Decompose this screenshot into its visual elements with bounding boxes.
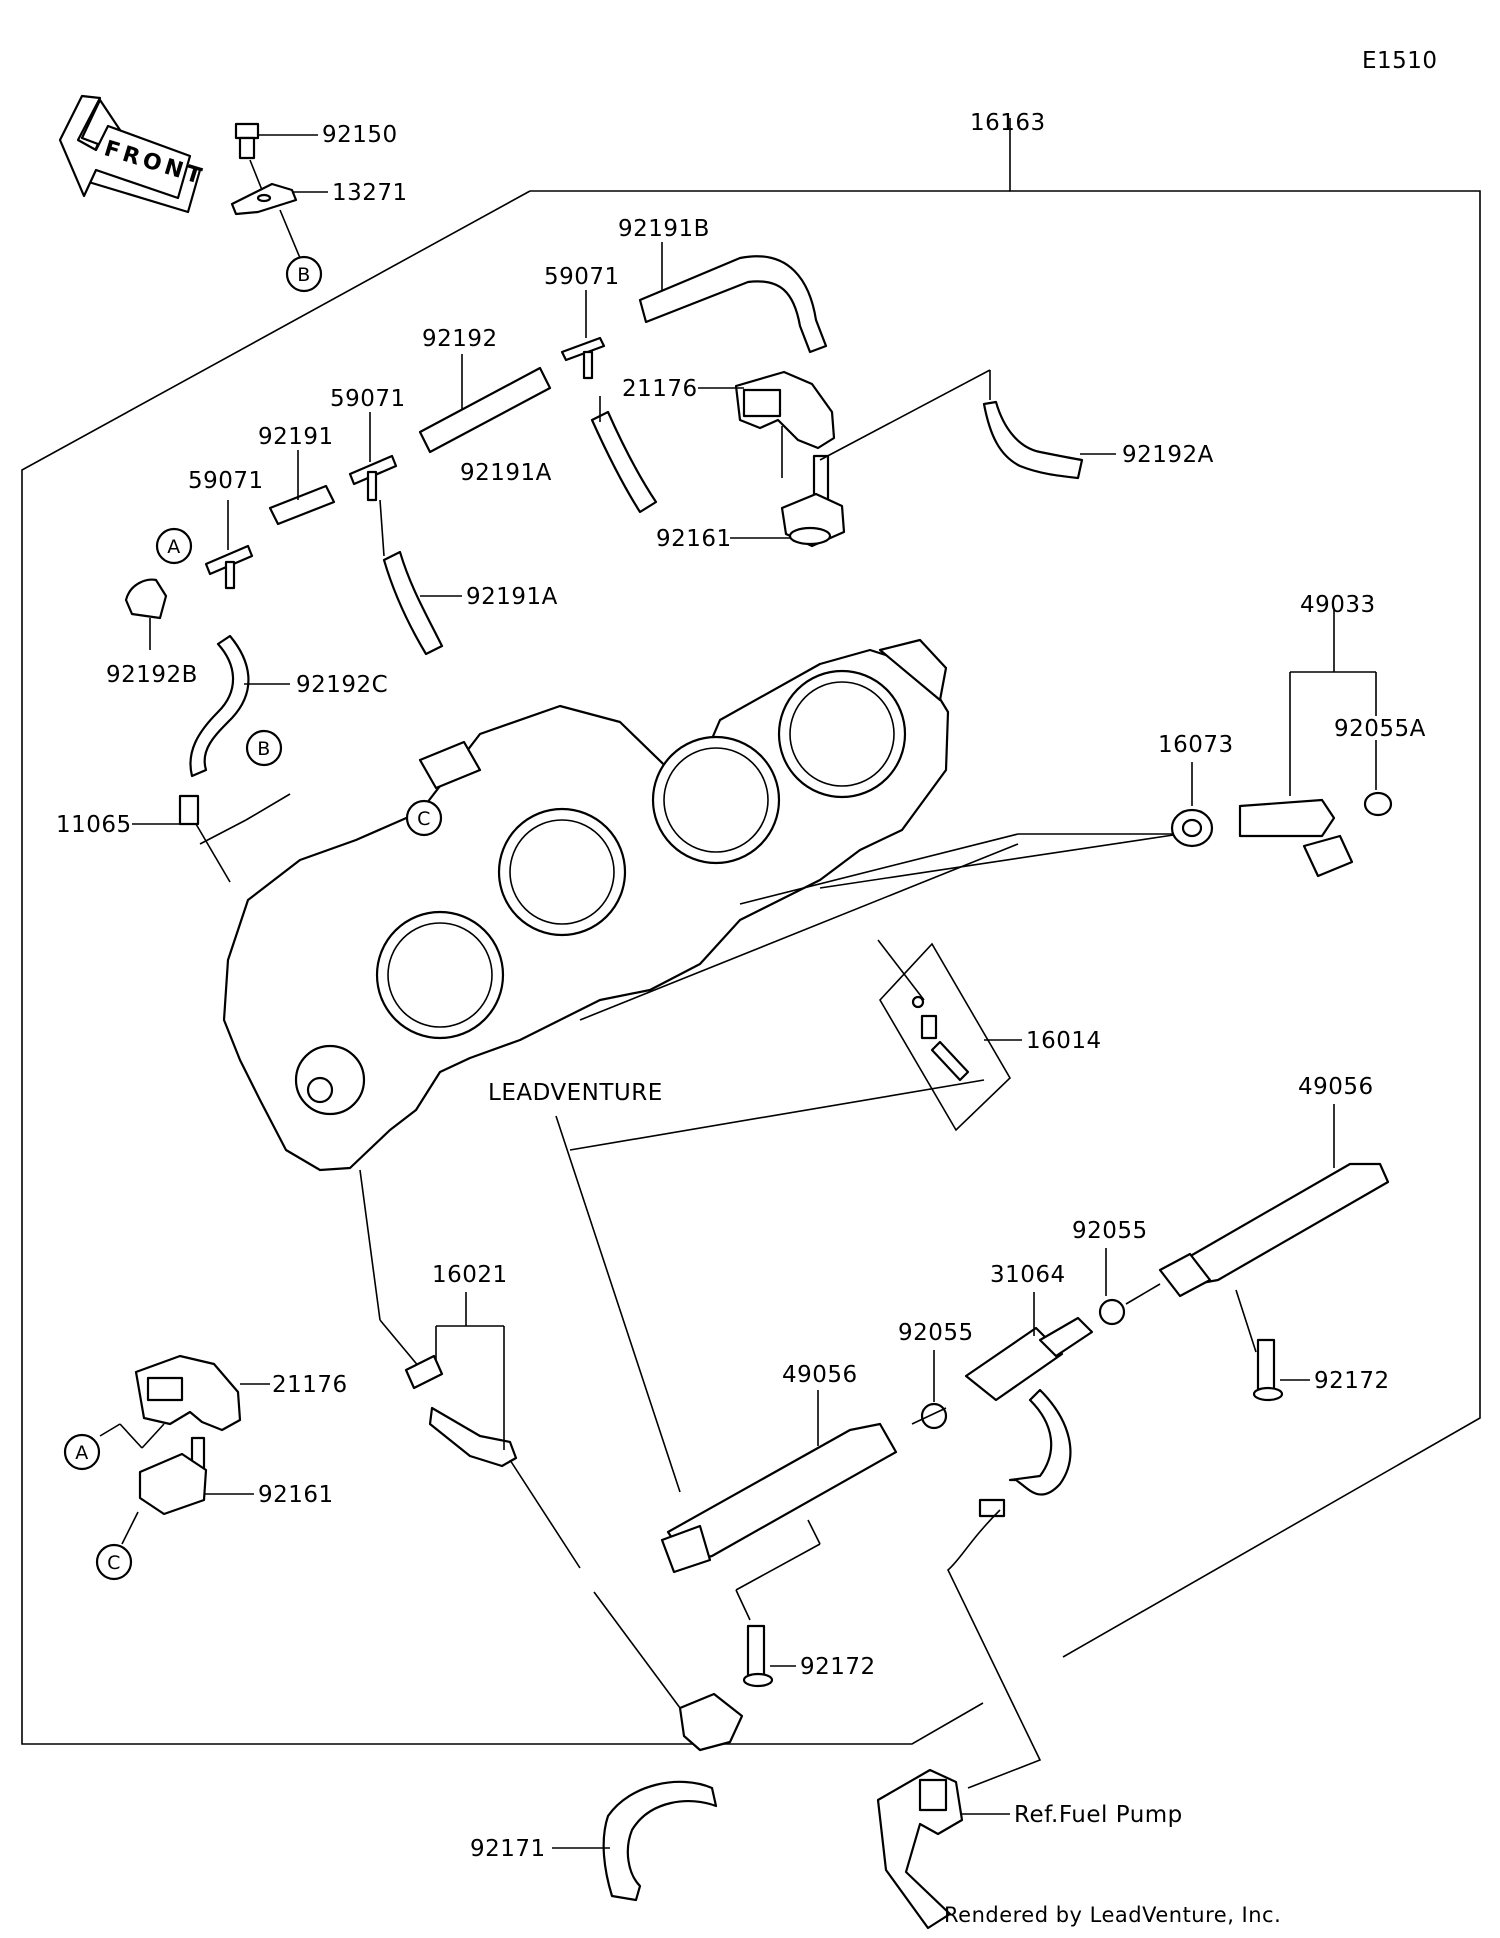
- label-31064[interactable]: 31064: [990, 1262, 1066, 1288]
- label-92161-top[interactable]: 92161: [656, 526, 732, 552]
- callout-c-mid: C: [405, 799, 443, 837]
- label-16014[interactable]: 16014: [1026, 1028, 1102, 1054]
- bolt-92172-right[interactable]: [1252, 1338, 1284, 1402]
- callout-b-top: B: [285, 255, 323, 293]
- oring-92055-left[interactable]: [920, 1402, 948, 1430]
- fitting-92161-top[interactable]: [780, 454, 846, 548]
- washer-16073[interactable]: [1170, 808, 1214, 848]
- credit-text: Rendered by LeadVenture, Inc.: [944, 1903, 1281, 1927]
- label-92192B[interactable]: 92192B: [106, 662, 198, 688]
- label-92191B[interactable]: 92191B: [618, 216, 710, 242]
- joint-31064[interactable]: [964, 1316, 1094, 1518]
- label-16073[interactable]: 16073: [1158, 732, 1234, 758]
- bolt-92172-left[interactable]: [742, 1624, 774, 1688]
- screw-kit-16014[interactable]: [879, 942, 1012, 1132]
- label-16021[interactable]: 16021: [432, 1262, 508, 1288]
- label-11065[interactable]: 11065: [56, 812, 132, 838]
- plug-11065[interactable]: [178, 794, 231, 883]
- callout-a-bottom: A: [63, 1433, 101, 1471]
- callout-b-mid: B: [245, 729, 283, 767]
- label-49056-right[interactable]: 49056: [1298, 1074, 1374, 1100]
- label-92192[interactable]: 92192: [422, 326, 498, 352]
- label-92192A[interactable]: 92192A: [1122, 442, 1214, 468]
- oring-92055-right[interactable]: [1098, 1298, 1126, 1326]
- label-92055-left[interactable]: 92055: [898, 1320, 974, 1346]
- bracket-13271[interactable]: [230, 182, 298, 216]
- bolt-92150[interactable]: [234, 122, 260, 160]
- label-21176-bottom[interactable]: 21176: [272, 1372, 348, 1398]
- callout-a-top: A: [155, 527, 193, 565]
- svg-text:B: B: [257, 738, 271, 760]
- label-92055-right[interactable]: 92055: [1072, 1218, 1148, 1244]
- assembly-boundary: [1009, 118, 1481, 1658]
- adjuster-16021[interactable]: [404, 1354, 744, 1752]
- fitting-92161-bottom[interactable]: [138, 1436, 208, 1516]
- label-92172-left[interactable]: 92172: [800, 1654, 876, 1680]
- label-92192C[interactable]: 92192C: [296, 672, 388, 698]
- label-92191A-mid[interactable]: 92191A: [466, 584, 558, 610]
- label-13271[interactable]: 13271: [332, 180, 408, 206]
- injector-49033[interactable]: [1238, 798, 1354, 878]
- svg-text:B: B: [297, 264, 311, 286]
- hose-92192C[interactable]: [189, 634, 250, 778]
- label-49056-left[interactable]: 49056: [782, 1362, 858, 1388]
- label-16163[interactable]: 16163: [970, 110, 1046, 136]
- label-ref-fuel-pump[interactable]: Ref.Fuel Pump: [1014, 1802, 1183, 1828]
- cap-92192B[interactable]: [124, 578, 168, 620]
- label-59071-top[interactable]: 59071: [544, 264, 620, 290]
- sensor-21176-top[interactable]: [734, 370, 836, 450]
- svg-text:C: C: [107, 1552, 121, 1574]
- oring-92055A[interactable]: [1363, 791, 1393, 817]
- label-49033[interactable]: 49033: [1300, 592, 1376, 618]
- assembly-boundary-left: [21, 190, 984, 1745]
- sensor-21176-bottom[interactable]: [134, 1354, 242, 1432]
- hose-92191A-top[interactable]: [590, 410, 658, 514]
- hose-92191[interactable]: [268, 484, 336, 526]
- front-arrow-icon: FRONT: [58, 94, 208, 214]
- fuel-pump-connector[interactable]: [876, 1768, 964, 1930]
- svg-text:A: A: [167, 536, 181, 558]
- svg-text:A: A: [75, 1442, 89, 1464]
- label-92191[interactable]: 92191: [258, 424, 334, 450]
- clip-92171[interactable]: [602, 1780, 718, 1902]
- label-92191A-top[interactable]: 92191A: [460, 460, 552, 486]
- fuel-rail-49056-left[interactable]: [660, 1422, 898, 1574]
- label-59071-left[interactable]: 59071: [188, 468, 264, 494]
- label-92161-bottom[interactable]: 92161: [258, 1482, 334, 1508]
- callout-c-bottom: C: [95, 1543, 133, 1581]
- fitting-59071-top[interactable]: [560, 336, 606, 380]
- hose-92192[interactable]: [418, 366, 552, 454]
- hose-92191B[interactable]: [638, 255, 828, 354]
- label-92172-right[interactable]: 92172: [1314, 1368, 1390, 1394]
- svg-text:C: C: [417, 808, 431, 830]
- label-92055A[interactable]: 92055A: [1334, 716, 1426, 742]
- fitting-59071-mid[interactable]: [348, 454, 398, 502]
- fuel-rail-49056-right[interactable]: [1158, 1162, 1390, 1298]
- label-92150[interactable]: 92150: [322, 122, 398, 148]
- hose-92192A[interactable]: [982, 400, 1084, 480]
- label-92171[interactable]: 92171: [470, 1836, 546, 1862]
- diagram-code: E1510: [1362, 48, 1438, 74]
- label-21176-top[interactable]: 21176: [622, 376, 698, 402]
- throttle-body-assembly[interactable]: [222, 638, 950, 1172]
- watermark: LEADVENTURE: [488, 1080, 663, 1106]
- hose-92191A-mid[interactable]: [382, 550, 444, 656]
- label-59071-mid[interactable]: 59071: [330, 386, 406, 412]
- fitting-59071-left[interactable]: [204, 544, 254, 590]
